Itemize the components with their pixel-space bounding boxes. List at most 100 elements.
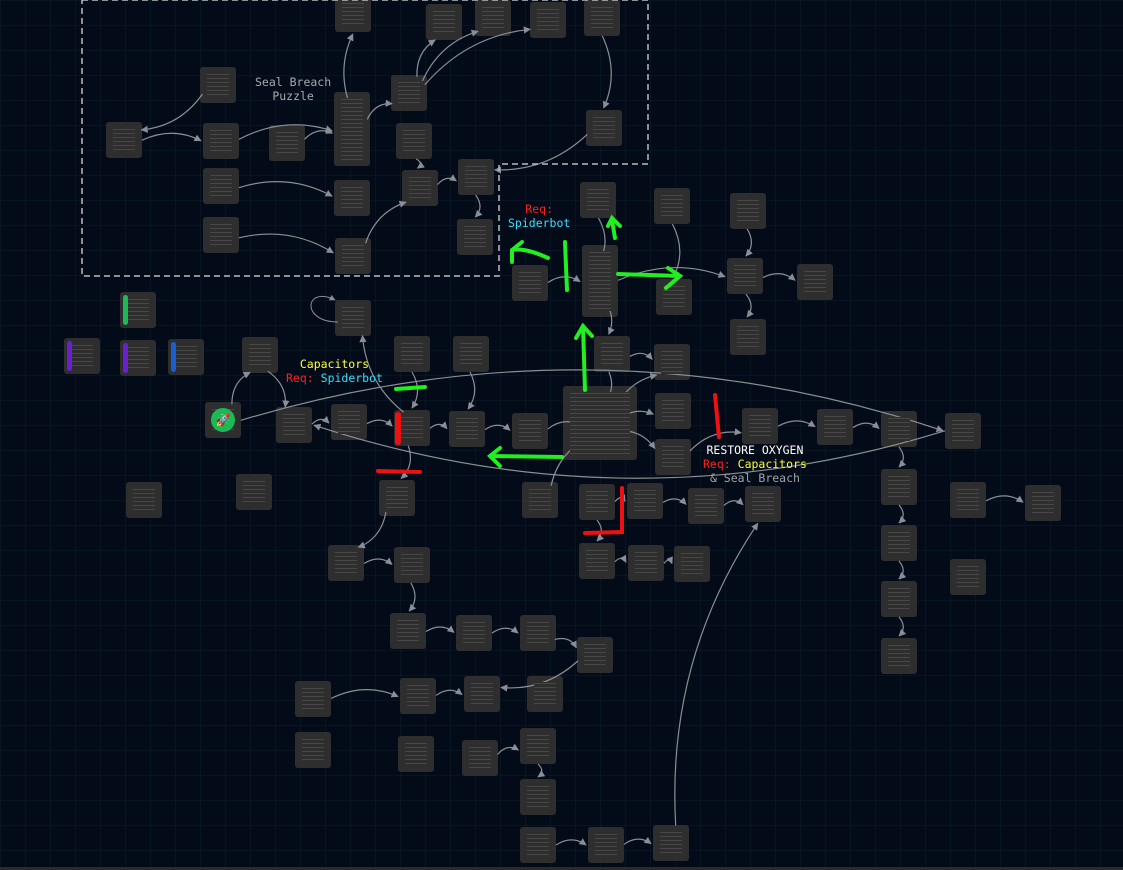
story-node[interactable] <box>656 279 692 315</box>
story-node[interactable] <box>817 409 853 445</box>
story-node[interactable] <box>334 180 370 216</box>
story-node[interactable] <box>168 339 204 375</box>
story-node[interactable] <box>464 676 500 712</box>
story-node[interactable] <box>276 407 312 443</box>
story-node[interactable] <box>394 336 430 372</box>
story-node[interactable] <box>328 545 364 581</box>
story-node[interactable] <box>335 0 371 32</box>
story-node[interactable] <box>400 678 436 714</box>
story-node[interactable] <box>453 336 489 372</box>
story-node[interactable] <box>269 125 305 161</box>
story-node[interactable] <box>580 182 616 218</box>
req-extra: & Seal Breach <box>709 471 800 485</box>
story-node[interactable] <box>331 404 367 440</box>
story-node[interactable] <box>627 483 663 519</box>
story-node[interactable] <box>588 827 624 863</box>
story-node[interactable] <box>582 245 618 317</box>
story-node[interactable] <box>457 219 493 255</box>
story-node[interactable] <box>520 779 556 815</box>
story-node[interactable] <box>335 238 371 274</box>
story-node[interactable] <box>945 413 981 449</box>
story-node[interactable] <box>653 825 689 861</box>
story-node[interactable] <box>881 525 917 561</box>
story-node[interactable] <box>120 340 156 376</box>
story-node[interactable] <box>126 482 162 518</box>
horizontal-scrollbar[interactable] <box>0 867 1123 870</box>
story-node[interactable] <box>475 0 511 36</box>
story-node[interactable] <box>950 559 986 595</box>
edge-arrow <box>359 334 404 413</box>
story-node[interactable] <box>520 827 556 863</box>
story-node[interactable] <box>730 193 766 229</box>
story-node[interactable] <box>458 159 494 195</box>
group-label-line2: Puzzle <box>272 89 314 103</box>
story-node[interactable] <box>530 2 566 38</box>
story-node[interactable] <box>396 123 432 159</box>
story-node[interactable] <box>106 122 142 158</box>
start-node[interactable]: 🚀 <box>205 402 241 438</box>
story-node[interactable] <box>512 265 548 301</box>
story-node[interactable] <box>881 638 917 674</box>
story-node[interactable] <box>563 386 637 460</box>
story-node[interactable] <box>236 474 272 510</box>
story-node[interactable] <box>881 411 917 447</box>
story-node[interactable] <box>881 469 917 505</box>
story-node[interactable] <box>628 545 664 581</box>
story-node[interactable] <box>594 336 630 372</box>
story-node[interactable] <box>449 411 485 447</box>
story-node[interactable] <box>203 168 239 204</box>
edge-arrow <box>267 370 290 408</box>
edge-arrow <box>366 418 393 427</box>
story-node[interactable] <box>655 439 691 475</box>
node-color-tag <box>171 342 176 372</box>
story-node[interactable] <box>394 547 430 583</box>
story-node[interactable] <box>881 581 917 617</box>
story-node[interactable] <box>654 344 690 380</box>
story-node[interactable] <box>579 484 615 520</box>
story-node[interactable] <box>522 482 558 518</box>
story-node[interactable] <box>520 615 556 651</box>
story-node[interactable] <box>727 258 763 294</box>
story-node[interactable] <box>950 482 986 518</box>
story-node[interactable] <box>203 123 239 159</box>
story-node[interactable] <box>584 0 620 36</box>
story-node[interactable] <box>398 736 434 772</box>
story-node[interactable] <box>797 264 833 300</box>
story-node[interactable] <box>579 543 615 579</box>
story-node[interactable] <box>655 393 691 429</box>
story-node[interactable] <box>402 170 438 206</box>
story-node[interactable] <box>456 615 492 651</box>
req-item: Capacitors <box>737 457 807 471</box>
story-node[interactable] <box>295 732 331 768</box>
story-node[interactable] <box>334 92 370 166</box>
edge-arrow <box>400 445 412 479</box>
story-node[interactable] <box>688 488 724 524</box>
story-node[interactable] <box>586 110 622 146</box>
story-node[interactable] <box>577 637 613 673</box>
story-node[interactable] <box>426 4 462 40</box>
story-node[interactable] <box>295 681 331 717</box>
edge-arrow <box>141 132 202 142</box>
story-node[interactable] <box>242 337 278 373</box>
story-node[interactable] <box>520 728 556 764</box>
story-node[interactable] <box>335 300 371 336</box>
story-node[interactable] <box>527 676 563 712</box>
rocket-icon: 🚀 <box>211 408 235 432</box>
story-node[interactable] <box>379 480 415 516</box>
story-node[interactable] <box>654 188 690 224</box>
story-node[interactable] <box>200 67 236 103</box>
story-node[interactable] <box>203 217 239 253</box>
group-boundary <box>81 0 649 277</box>
story-node[interactable] <box>742 408 778 444</box>
story-node[interactable] <box>674 546 710 582</box>
edge-arrow <box>898 504 907 524</box>
story-node[interactable] <box>390 613 426 649</box>
story-node[interactable] <box>730 319 766 355</box>
story-node[interactable] <box>120 292 156 328</box>
story-node[interactable] <box>391 75 427 111</box>
story-node[interactable] <box>64 338 100 374</box>
story-node[interactable] <box>462 740 498 776</box>
story-node[interactable] <box>745 486 781 522</box>
story-node[interactable] <box>512 413 548 449</box>
story-node[interactable] <box>1025 485 1061 521</box>
